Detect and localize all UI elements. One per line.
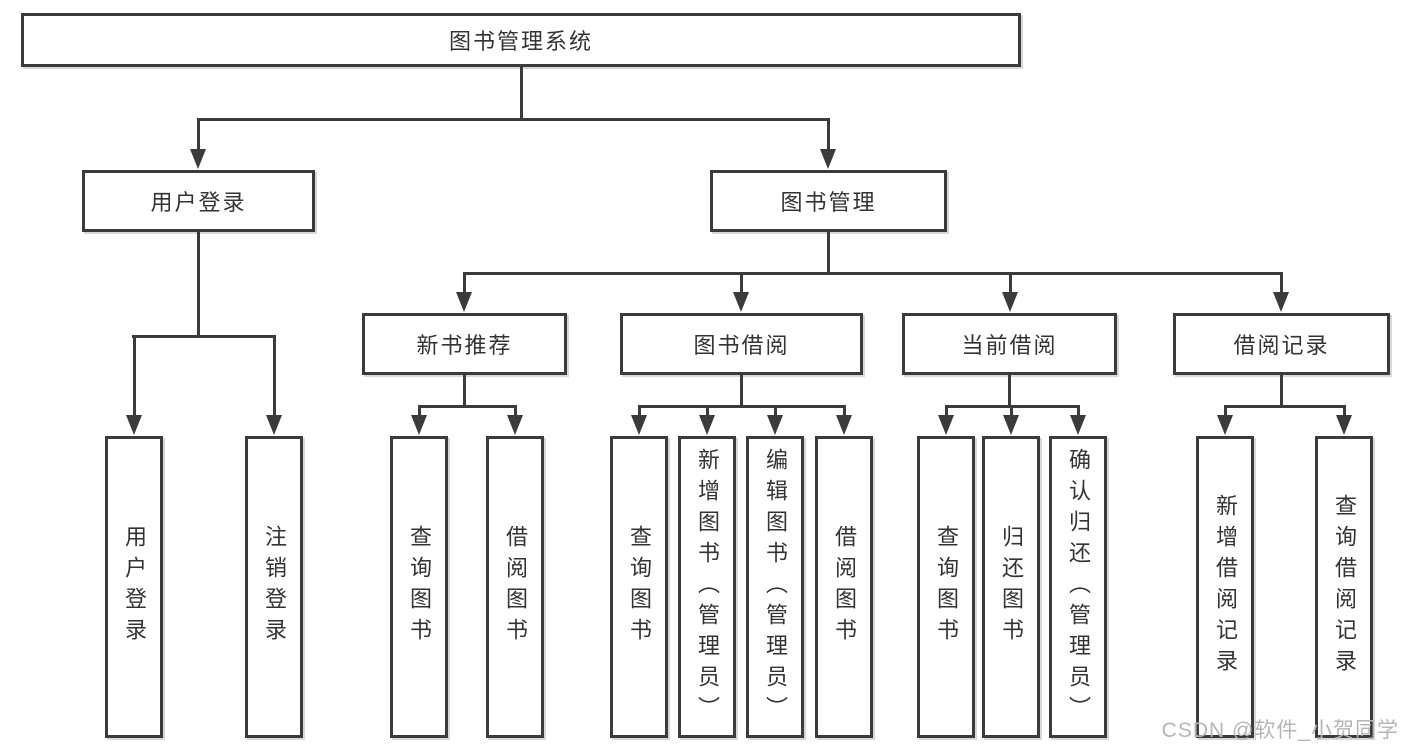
leaf-borrow-books-1: 借阅图书 <box>486 436 544 738</box>
leaf-add-borrow-record: 新增借阅记录 <box>1196 436 1254 738</box>
connector-arrow-stem <box>945 405 948 417</box>
leaf-query-borrow-record: 查询借阅记录 <box>1315 436 1373 738</box>
connector-arrow-stem <box>463 272 466 294</box>
node-book-management: 图书管理 <box>710 170 947 232</box>
node-label: 查询图书 <box>934 525 959 649</box>
connector-arrow-stem <box>638 405 641 417</box>
arrowhead-down-icon <box>507 415 523 435</box>
connector-vline <box>740 375 743 407</box>
node-label: 图书管理系统 <box>448 29 593 54</box>
connector-arrow-stem <box>1343 405 1346 417</box>
node-book-borrowing: 图书借阅 <box>620 313 863 375</box>
arrowhead-down-icon <box>767 415 783 435</box>
connector-vline <box>463 375 466 407</box>
arrowhead-down-icon <box>699 415 715 435</box>
node-label: 借阅图书 <box>503 525 528 649</box>
connector-arrow-stem <box>774 405 777 417</box>
connector-arrow-stem <box>273 335 276 417</box>
leaf-query-books-1: 查询图书 <box>390 436 448 738</box>
connector-arrow-stem <box>1280 272 1283 294</box>
node-library-management-system: 图书管理系统 <box>21 13 1021 67</box>
node-borrowing-records: 借阅记录 <box>1173 313 1390 375</box>
connector-vline <box>520 67 523 120</box>
connector-arrow-stem <box>133 335 136 417</box>
arrowhead-down-icon <box>938 415 954 435</box>
arrowhead-down-icon <box>631 415 647 435</box>
connector-arrow-stem <box>1009 272 1012 294</box>
connector-hline <box>463 272 1283 275</box>
connector-vline <box>1008 375 1011 407</box>
connector-arrow-stem <box>197 118 200 151</box>
arrowhead-down-icon <box>1336 415 1352 435</box>
node-label: 新增图书（管理员） <box>695 447 720 727</box>
node-label: 归还图书 <box>999 525 1024 649</box>
connector-arrow-stem <box>1224 405 1227 417</box>
connector-arrow-stem <box>827 118 830 151</box>
leaf-confirm-return-admin: 确认归还（管理员） <box>1049 436 1107 738</box>
connector-arrow-stem <box>843 405 846 417</box>
arrowhead-down-icon <box>820 149 836 169</box>
connector-hline <box>638 405 846 408</box>
arrowhead-down-icon <box>733 292 749 312</box>
node-label: 查询图书 <box>627 525 652 649</box>
arrowhead-down-icon <box>190 149 206 169</box>
node-label: 借阅图书 <box>832 525 857 649</box>
csdn-watermark: CSDN @软件_小贺同学 <box>1161 719 1399 742</box>
connector-hline <box>418 405 517 408</box>
arrowhead-down-icon <box>1003 415 1019 435</box>
node-label: 借阅记录 <box>1233 333 1330 358</box>
leaf-borrow-books-2: 借阅图书 <box>815 436 873 738</box>
connector-hline <box>132 335 276 338</box>
node-label: 编辑图书（管理员） <box>763 447 788 727</box>
connector-arrow-stem <box>418 405 421 417</box>
arrowhead-down-icon <box>266 415 282 435</box>
leaf-user-login: 用户登录 <box>105 436 163 738</box>
arrowhead-down-icon <box>1070 415 1086 435</box>
connector-hline <box>197 118 830 121</box>
arrowhead-down-icon <box>411 415 427 435</box>
arrowhead-down-icon <box>836 415 852 435</box>
connector-hline <box>1224 405 1346 408</box>
node-label: 用户登录 <box>122 525 147 649</box>
arrowhead-down-icon <box>126 415 142 435</box>
connector-arrow-stem <box>1077 405 1080 417</box>
leaf-logout: 注销登录 <box>245 436 303 738</box>
leaf-return-books: 归还图书 <box>982 436 1040 738</box>
leaf-edit-books-admin: 编辑图书（管理员） <box>746 436 804 738</box>
node-label: 图书管理 <box>780 190 877 215</box>
arrowhead-down-icon <box>456 292 472 312</box>
leaf-query-books-2: 查询图书 <box>610 436 668 738</box>
connector-vline <box>827 232 830 274</box>
connector-arrow-stem <box>740 272 743 294</box>
node-label: 新书推荐 <box>416 333 513 358</box>
leaf-query-books-3: 查询图书 <box>917 436 975 738</box>
connector-vline <box>197 232 200 337</box>
arrowhead-down-icon <box>1217 415 1233 435</box>
connector-arrow-stem <box>706 405 709 417</box>
node-user-login: 用户登录 <box>82 170 315 232</box>
connector-arrow-stem <box>1010 405 1013 417</box>
connector-arrow-stem <box>514 405 517 417</box>
node-label: 确认归还（管理员） <box>1066 447 1091 727</box>
arrowhead-down-icon <box>1002 292 1018 312</box>
connector-vline <box>1280 375 1283 407</box>
node-label: 新增借阅记录 <box>1213 494 1238 680</box>
node-new-book-recommendation: 新书推荐 <box>362 313 567 375</box>
node-label: 当前借阅 <box>961 333 1058 358</box>
arrowhead-down-icon <box>1273 292 1289 312</box>
leaf-add-books-admin: 新增图书（管理员） <box>678 436 736 738</box>
node-label: 查询图书 <box>407 525 432 649</box>
node-label: 查询借阅记录 <box>1332 494 1357 680</box>
node-label: 图书借阅 <box>693 333 790 358</box>
node-current-borrowing: 当前借阅 <box>902 313 1117 375</box>
node-label: 用户登录 <box>150 190 247 215</box>
node-label: 注销登录 <box>262 525 287 649</box>
